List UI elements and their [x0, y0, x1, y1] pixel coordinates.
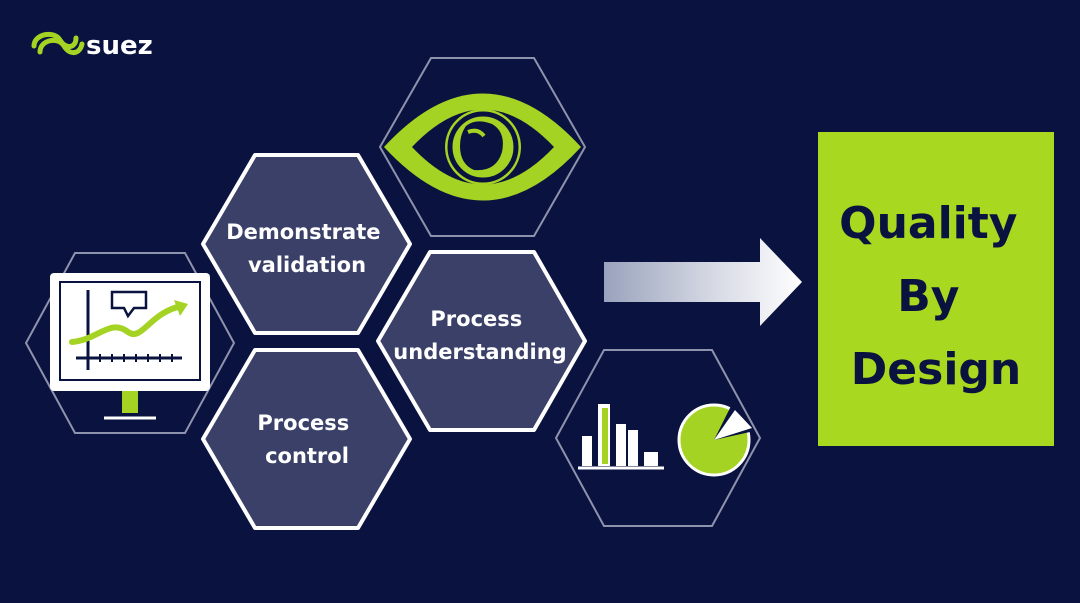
quality-by-design-box: Quality By Design [818, 132, 1054, 446]
hex-label-line: Process [257, 411, 349, 435]
hex-label-line: validation [248, 253, 366, 277]
hex-label-line: control [265, 444, 349, 468]
svg-text:Demonstrate validation: Demonstrate validation [226, 220, 388, 277]
hex-monitor-chart [24, 252, 236, 434]
hex-process-control: Process control [201, 348, 412, 530]
right-arrow-icon [604, 238, 802, 326]
suez-swirl-logo-icon [31, 31, 85, 55]
hex-label-line: Process [430, 307, 522, 331]
svg-text:Process control: Process control [257, 411, 356, 468]
hex-eye [378, 57, 587, 237]
svg-text:Quality By Design: Quality By Design [839, 198, 1033, 395]
svg-text:Process understanding: Process understanding [393, 307, 566, 364]
hex-label-line: Demonstrate [226, 220, 380, 244]
brand-logo: suez [31, 31, 153, 61]
monitor-chart-icon [50, 273, 210, 420]
qbd-line: By [897, 271, 959, 322]
qbd-line: Design [851, 344, 1021, 395]
brand-name: suez [86, 31, 153, 61]
eye-icon [384, 93, 581, 201]
hex-bar-pie [554, 349, 762, 527]
hex-label-line: understanding [393, 340, 566, 364]
bar-pie-chart-icon [578, 403, 752, 477]
hex-demonstrate-validation: Demonstrate validation [201, 153, 412, 335]
qbd-line: Quality [839, 198, 1017, 249]
hex-process-understanding: Process understanding [376, 250, 587, 432]
